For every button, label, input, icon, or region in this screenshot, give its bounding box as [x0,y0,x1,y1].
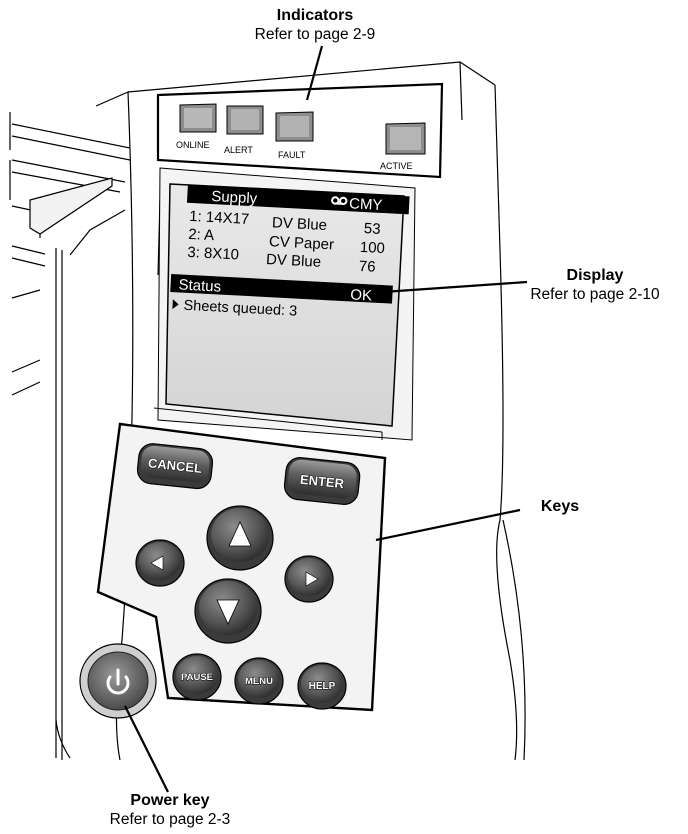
alert-label: ALERT [224,145,253,155]
printer-body [9,61,526,761]
status-value: OK [350,286,373,304]
menu-label: MENU [245,676,273,687]
alert-indicator: ALERT [224,105,264,155]
lcd-display: Supply CMY 1: 14X17 DV Blue 53 2: A CV P… [165,183,410,427]
supply-slot-2: 2: A [188,226,215,244]
display-callout: Display Refer to page 2-10 [530,266,660,304]
status-header: Status [178,276,221,295]
indicators-callout-title: Indicators [276,7,354,24]
power-callout-title: Power key [130,792,210,809]
help-label: HELP [309,681,336,692]
supply-count-1: 53 [363,220,381,238]
cancel-button[interactable]: CANCEL [136,442,214,490]
left-arrow-icon [150,555,164,571]
help-button[interactable]: HELP [297,662,347,710]
power-callout-ref: Refer to page 2-3 [109,811,231,828]
fault-indicator: FAULT [275,111,314,160]
supply-header: Supply [211,188,258,207]
display-callout-ref: Refer to page 2-10 [530,286,660,303]
power-callout: Power key Refer to page 2-3 [90,791,250,829]
cassette-icon [331,196,348,206]
indicator-panel: ONLINE ALERT FAULT ACTIVE [156,82,444,179]
online-indicator: ONLINE [176,103,217,150]
status-line: Sheets queued: 3 [183,298,297,320]
right-arrow-icon [305,571,319,587]
triangle-pointer-icon [172,299,179,310]
up-arrow-icon [228,521,252,547]
supply-media-1: DV Blue [272,214,328,234]
supply-media-3: DV Blue [266,251,322,271]
cancel-label: CANCEL [147,455,202,476]
supply-mode: CMY [349,195,383,214]
indicators-callout: Indicators Refer to page 2-9 [240,6,390,44]
down-arrow-button[interactable] [194,578,262,644]
left-arrow-button[interactable] [135,539,185,587]
keys-callout: Keys [525,497,595,516]
supply-media-2: CV Paper [269,233,335,253]
enter-label: ENTER [299,472,345,492]
pause-button[interactable]: PAUSE [172,653,222,701]
power-button[interactable] [79,643,157,719]
supply-slot-1: 1: 14X17 [189,208,250,228]
supply-count-3: 76 [358,258,376,276]
power-icon [106,668,130,695]
keys-callout-title: Keys [540,498,580,515]
status-header-bar [170,274,393,304]
supply-header-bar [186,184,410,215]
menu-button[interactable]: MENU [234,657,284,705]
active-indicator: ACTIVE [380,122,426,171]
online-label: ONLINE [176,140,210,150]
callout-leaders [124,45,528,793]
enter-button[interactable]: ENTER [283,456,361,506]
right-arrow-button[interactable] [284,555,334,603]
pause-label: PAUSE [181,672,213,683]
supply-slot-3: 3: 8X10 [187,244,240,264]
indicators-callout-ref: Refer to page 2-9 [254,26,376,43]
down-arrow-icon [216,599,240,625]
up-arrow-button[interactable] [206,505,274,571]
supply-count-2: 100 [359,239,385,257]
active-label: ACTIVE [380,161,413,171]
display-callout-title: Display [566,267,624,284]
fault-label: FAULT [278,150,306,160]
